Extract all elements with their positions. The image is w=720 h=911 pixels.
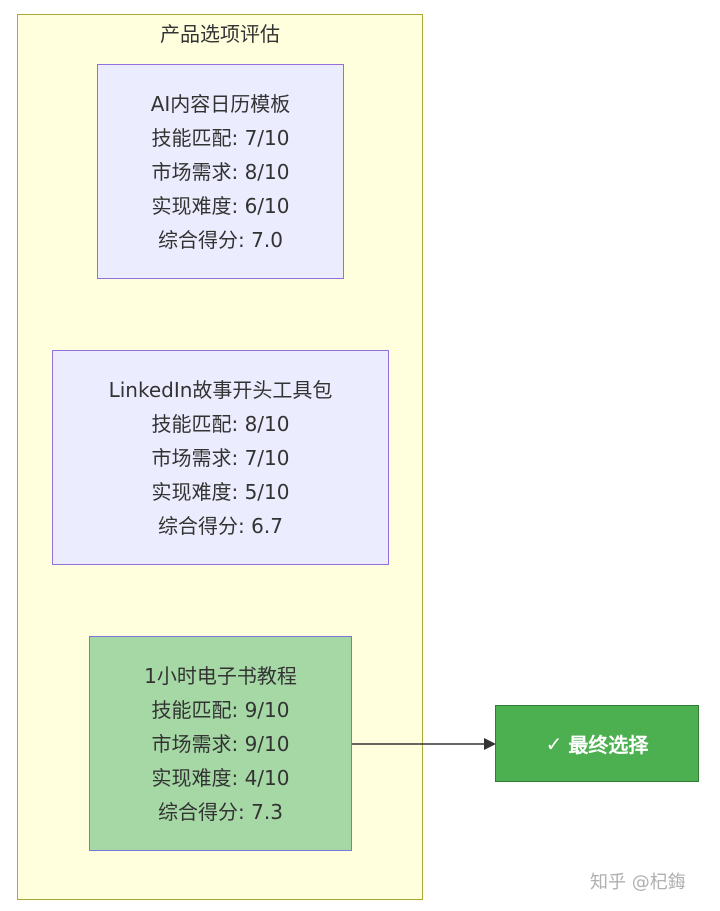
option-node-ebook-tutorial: 1小时电子书教程 技能匹配: 9/10 市场需求: 9/10 实现难度: 4/1…	[89, 636, 352, 851]
difficulty-score: 实现难度: 5/10	[151, 479, 290, 504]
watermark: 知乎 @杞鋂	[590, 872, 686, 893]
option-name: AI内容日历模板	[150, 91, 291, 116]
overall-score: 综合得分: 6.7	[158, 513, 283, 538]
final-choice-node: ✓ 最终选择	[495, 705, 699, 782]
market-demand-score: 市场需求: 9/10	[151, 731, 290, 756]
final-choice-label: 最终选择	[568, 733, 649, 757]
skill-match-score: 技能匹配: 9/10	[151, 697, 290, 722]
option-name: 1小时电子书教程	[144, 663, 297, 688]
market-demand-score: 市场需求: 7/10	[151, 445, 290, 470]
option-name: LinkedIn故事开头工具包	[108, 377, 333, 402]
difficulty-score: 实现难度: 4/10	[151, 765, 290, 790]
difficulty-score: 实现难度: 6/10	[151, 193, 290, 218]
skill-match-score: 技能匹配: 8/10	[151, 411, 290, 436]
overall-score: 综合得分: 7.3	[158, 799, 283, 824]
check-icon: ✓	[545, 731, 563, 756]
market-demand-score: 市场需求: 8/10	[151, 159, 290, 184]
skill-match-score: 技能匹配: 7/10	[151, 125, 290, 150]
overall-score: 综合得分: 7.0	[158, 227, 283, 252]
group-title: 产品选项评估	[160, 22, 280, 46]
option-node-linkedin-toolkit: LinkedIn故事开头工具包 技能匹配: 8/10 市场需求: 7/10 实现…	[52, 350, 389, 565]
option-node-ai-calendar: AI内容日历模板 技能匹配: 7/10 市场需求: 8/10 实现难度: 6/1…	[97, 64, 344, 279]
